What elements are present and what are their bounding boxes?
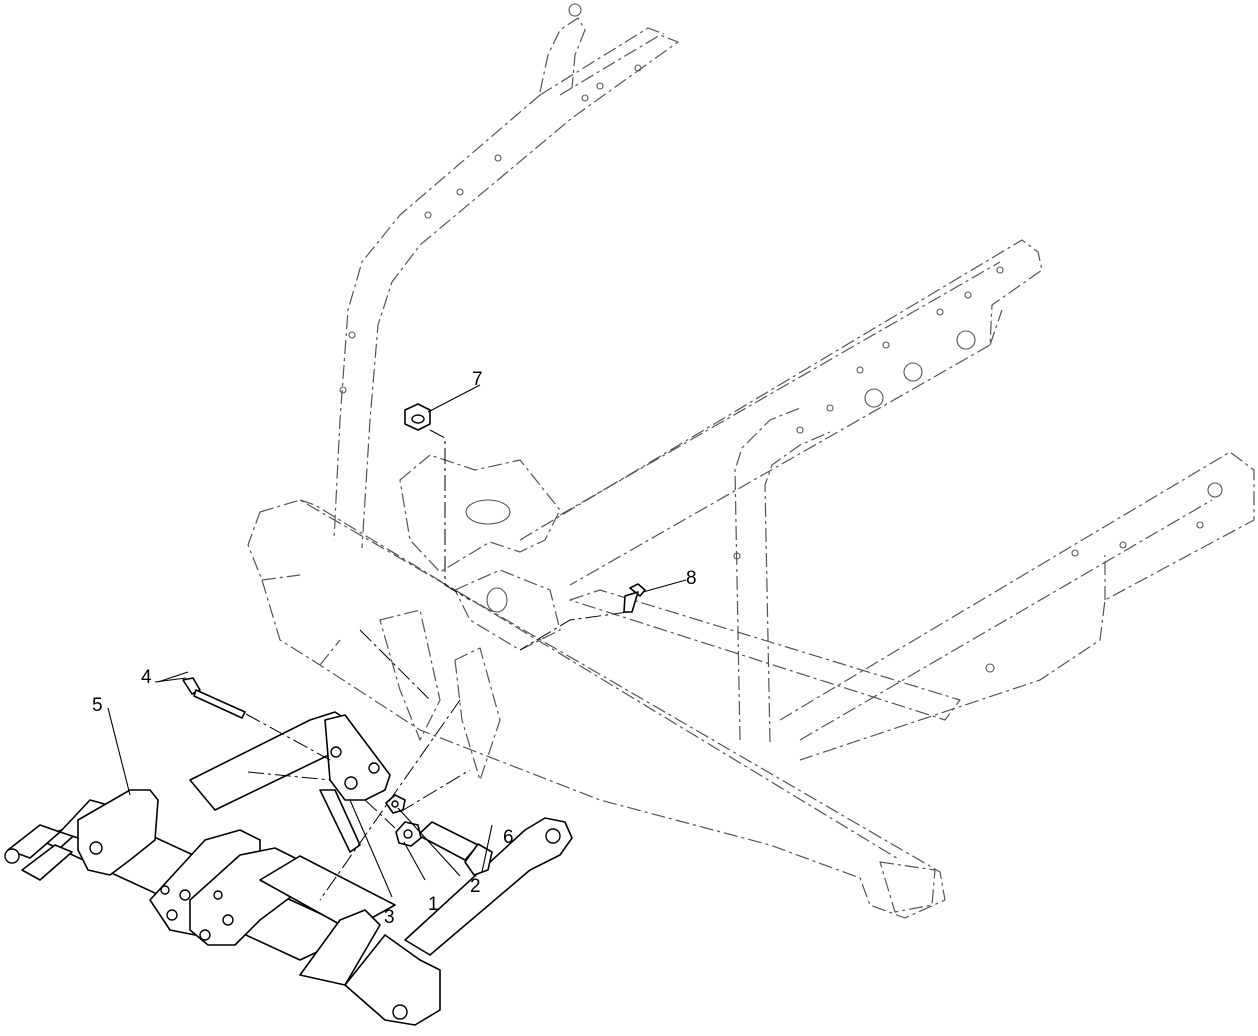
callout-1: 1 xyxy=(428,894,439,915)
callout-2: 2 xyxy=(470,876,481,897)
callout-3: 3 xyxy=(384,907,395,928)
callout-4: 4 xyxy=(141,667,152,688)
nut-flange xyxy=(395,821,422,847)
pin-bolt xyxy=(623,583,646,613)
leader-lines xyxy=(107,384,687,898)
nut-top xyxy=(404,403,431,431)
callout-5: 5 xyxy=(92,695,103,716)
assembly-centerlines xyxy=(245,429,629,901)
bolt-large xyxy=(417,821,493,876)
callout-6: 6 xyxy=(503,827,514,848)
callout-7: 7 xyxy=(472,369,483,390)
hitch-assembly xyxy=(4,711,573,1026)
phantom-frame xyxy=(247,3,1255,919)
callout-8: 8 xyxy=(686,568,697,589)
bolt-long xyxy=(182,677,246,719)
callouts: 1 2 3 4 5 6 7 8 xyxy=(92,369,697,928)
